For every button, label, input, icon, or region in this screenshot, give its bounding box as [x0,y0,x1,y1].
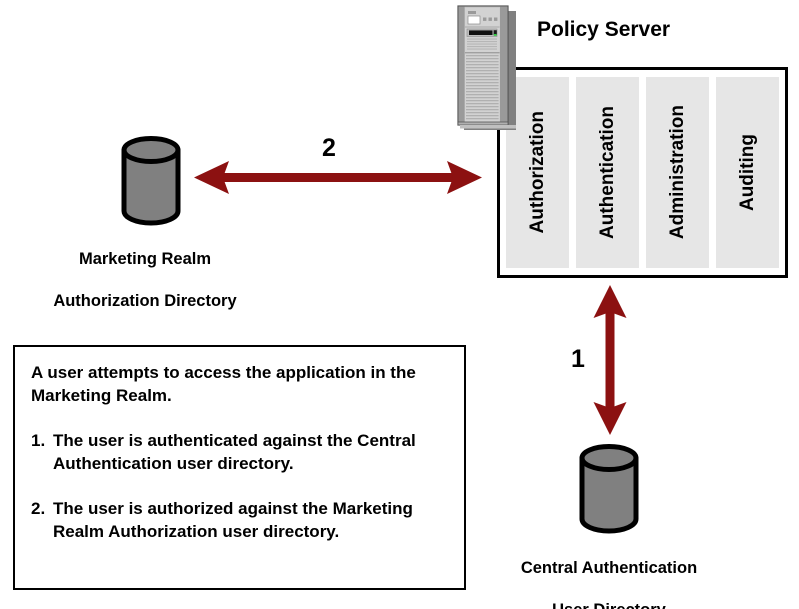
panel-label-administration: Administration [666,105,688,240]
note-item-1-text: The user is authenticated against the Ce… [53,430,416,473]
arrow-vertical-double [593,285,627,435]
note-list-item-1: 1. The user is authenticated against the… [31,430,448,476]
policy-server-panel-authorization: Authorization [506,77,569,268]
note-item-2-text: The user is authorized against the Marke… [53,498,413,541]
policy-server-title: Policy Server [537,18,671,41]
marketing-directory-cylinder-icon [118,135,184,232]
central-directory-label-line2: User Directory [464,600,754,609]
central-directory-label-line1: Central Authentication [520,559,698,578]
note-list-item-2: 2. The user is authorized against the Ma… [31,498,448,544]
policy-server-panel-authentication: Authentication [576,77,639,268]
marketing-directory-label-line2: Authorization Directory [53,292,237,311]
arrow-2-number: 2 [322,134,336,162]
central-directory-label: Central Authentication User Directory [464,537,754,609]
marketing-directory-label: Marketing Realm Authorization Directory [0,228,290,334]
marketing-directory-label-line1: Marketing Realm [78,250,212,269]
server-tower-icon [456,4,526,132]
note-intro-text: A user attempts to access the applicatio… [31,363,416,405]
central-directory-cylinder-icon [576,443,642,540]
policy-server-panel-administration: Administration [646,77,709,268]
panel-label-authorization: Authorization [526,111,548,234]
explanation-note-box: A user attempts to access the applicatio… [13,345,466,590]
arrow-horizontal-double [194,161,482,194]
policy-server-panel-auditing: Auditing [716,77,779,268]
panel-label-authentication: Authentication [596,106,618,239]
note-item-2-number: 2. [31,498,46,518]
arrow-1-number: 1 [571,345,585,373]
note-item-1-number: 1. [31,430,46,450]
panel-label-auditing: Auditing [736,133,758,212]
policy-server-box: Authorization Authentication Administrat… [497,67,788,278]
